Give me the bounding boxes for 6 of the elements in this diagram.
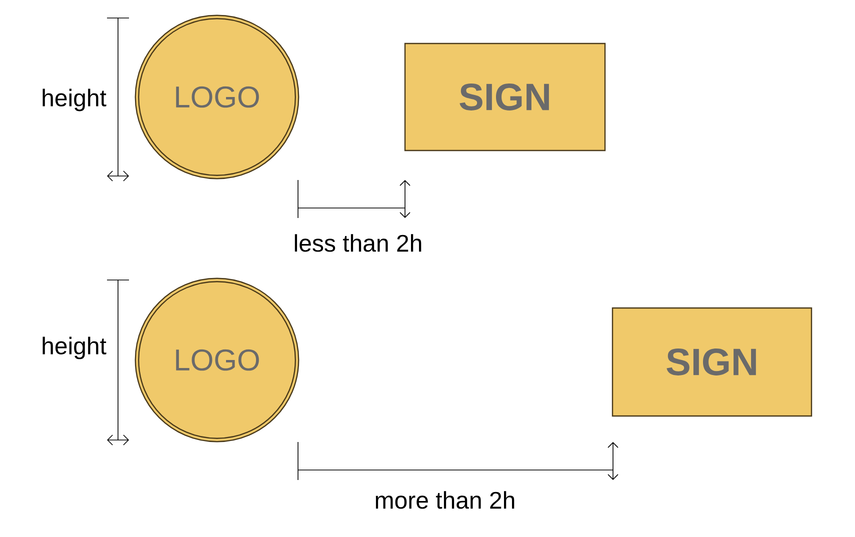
sign-rectangle: SIGN bbox=[404, 42, 606, 152]
sign-rectangle: SIGN bbox=[612, 307, 812, 417]
dimension-label: height bbox=[42, 336, 106, 360]
dimension-label: height bbox=[42, 88, 106, 112]
dimension-label: more than 2h bbox=[376, 491, 514, 509]
dimension-label: less than 2h bbox=[294, 234, 422, 252]
